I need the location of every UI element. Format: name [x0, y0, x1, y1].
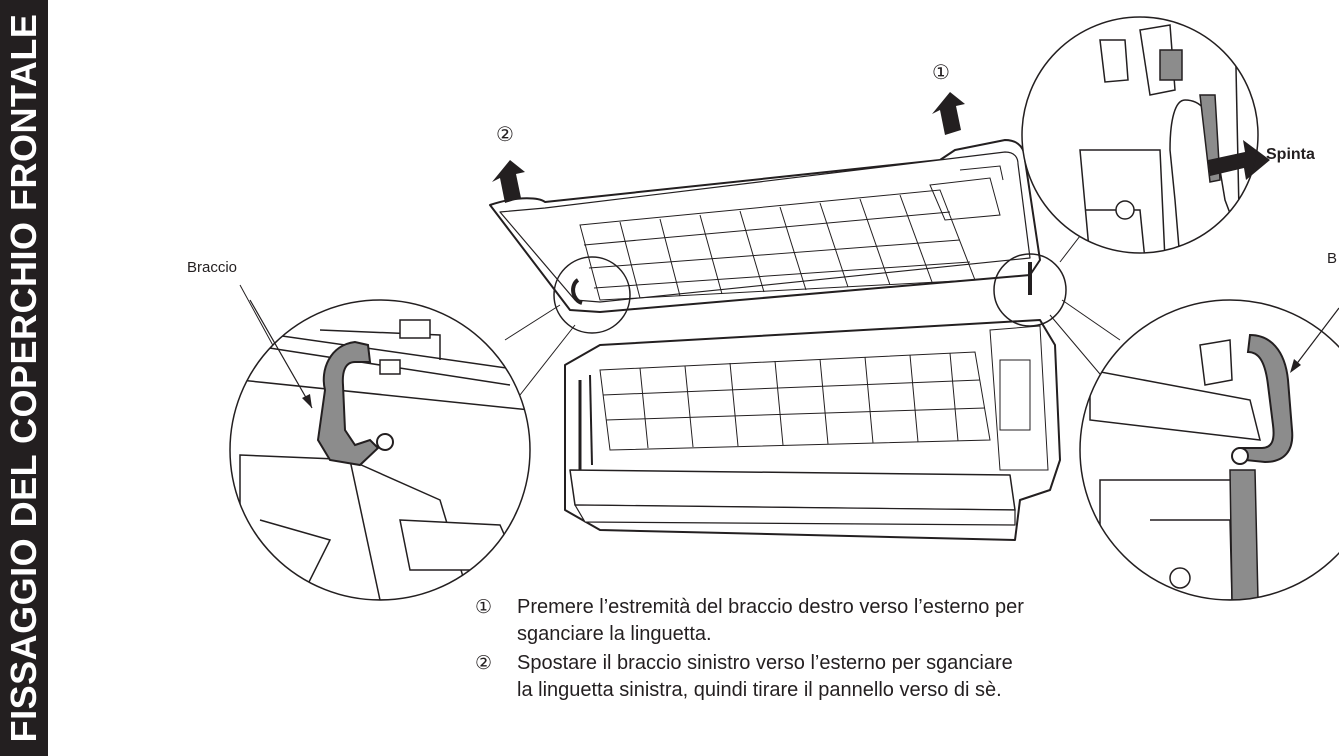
right-arm-label: B	[1327, 250, 1338, 267]
push-label: Spinta	[1266, 146, 1315, 163]
left-arm-shape	[316, 340, 380, 467]
instruction-step-1: ① Premere l’estremità del braccio destro…	[475, 594, 1175, 648]
right-detail-circle	[1079, 299, 1339, 601]
left-arm-pointer	[249, 299, 313, 409]
push-arrow	[1208, 140, 1270, 180]
instruction-text-line: sganciare la linguetta.	[517, 623, 712, 645]
step-1-marker: ①	[932, 62, 950, 84]
instruction-number: ①	[475, 597, 493, 618]
instruction-number: ②	[475, 653, 493, 674]
sidebar-title-bar: FISSAGGIO DEL COPERCHIO FRONTALE	[0, 0, 48, 756]
left-arm-label: Braccio	[187, 259, 238, 276]
instruction-text-line: la linguetta sinistra, quindi tirare il …	[517, 679, 1002, 701]
instruction-text-line: Premere l’estremità del braccio destro v…	[517, 596, 1024, 618]
top-right-detail-circle	[1021, 16, 1270, 254]
left-detail-circle	[229, 299, 531, 601]
arrow-step-1	[932, 92, 965, 135]
instruction-step-2: ② Spostare il braccio sinistro verso l’e…	[475, 650, 1175, 704]
instruction-text-line: Spostare il braccio sinistro verso l’est…	[517, 652, 1013, 674]
step-2-marker: ②	[496, 124, 514, 146]
right-arm-pointer	[1291, 307, 1339, 371]
unit-filter-grid	[578, 325, 1049, 471]
left-hinge-callout	[553, 256, 631, 334]
instruction-list: ① Premere l’estremità del braccio destro…	[475, 594, 1175, 706]
arrow-step-2	[492, 160, 525, 203]
right-hinge-callout	[993, 253, 1067, 327]
indoor-unit-body	[564, 319, 1061, 541]
front-panel-grid	[579, 165, 1004, 301]
